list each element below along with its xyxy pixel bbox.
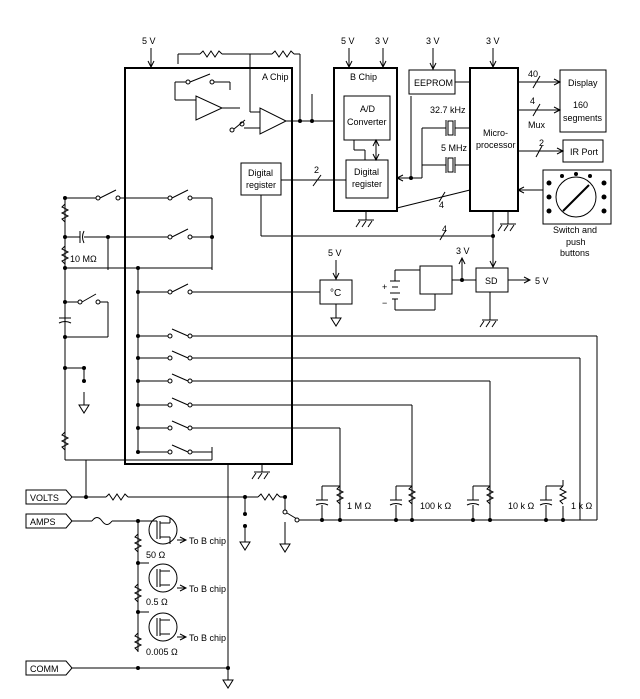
chip-a-register: Digital register 2 4 (240, 162, 493, 241)
ground-icon (78, 404, 90, 414)
micro-label-1: Micro- (483, 128, 508, 138)
chip-a: A Chip 5 V (124, 36, 293, 465)
crystal-1-label: 32.7 kHz (430, 105, 466, 115)
bus-a-to-b-width: 2 (314, 165, 319, 175)
switch-label-3: buttons (560, 248, 590, 258)
power-supply: + − 3 V SD 5 V (382, 246, 549, 328)
mosfet-2-label: To B chip (189, 584, 226, 594)
ir-bus-width: 2 (539, 138, 544, 148)
adc-label-2: Converter (347, 117, 387, 127)
display-bus-width: 40 (528, 69, 538, 79)
amplifier-2-icon (259, 107, 288, 135)
comm-ground-icon (222, 679, 234, 689)
adc-label-1: A/D (360, 104, 376, 114)
microprocessor-block: Micro- processor 3 V (469, 36, 519, 269)
amps-label: AMPS (30, 517, 56, 527)
comm-label: COMM (30, 664, 59, 674)
mosfet-1-icon (148, 515, 178, 545)
display-label-3: segments (563, 113, 603, 123)
svg-text:−: − (382, 298, 387, 308)
input-network: 10 MΩ (58, 189, 214, 461)
sd-3v-label: 3 V (456, 246, 470, 256)
switch-buttons-block: Switch and push buttons (516, 169, 612, 258)
eeprom-label: EEPROM (414, 78, 453, 88)
chip-a-bus-width: 4 (442, 224, 447, 234)
sd-out-5v-label: 5 V (535, 276, 549, 286)
shunt-0005-label: 0.005 Ω (146, 647, 178, 657)
crystal-1-icon (447, 120, 454, 136)
register-to-micro-width: 4 (439, 200, 444, 210)
temperature-label: °C (330, 288, 341, 299)
micro-3v-label: 3 V (486, 36, 500, 46)
switch-label-2: push (566, 237, 586, 247)
mosfet-2-icon (148, 563, 178, 593)
a-register-label-2: register (246, 180, 276, 190)
r-1m-label: 1 M Ω (347, 501, 372, 511)
shunt-50-label: 50 Ω (146, 550, 166, 560)
supply-arrow-icon (147, 60, 155, 69)
chip-b-3v-label: 3 V (375, 36, 389, 46)
mux-bus-width: 4 (530, 96, 535, 106)
resistor-ladder: 1 M Ω 100 k Ω 10 k Ω 1 k Ω (297, 480, 597, 522)
eeprom-block: EEPROM 3 V (408, 36, 470, 95)
r-100k-label: 100 k Ω (420, 501, 452, 511)
svg-text:+: + (382, 282, 387, 292)
fuse-icon (91, 517, 113, 525)
chip-b-5v-label: 5 V (341, 36, 355, 46)
crystal-2-icon (447, 157, 454, 173)
rotary-switch-icon (555, 176, 597, 218)
temp-ground-icon (330, 317, 342, 327)
mosfet-3-label: To B chip (189, 633, 226, 643)
regulator-block (419, 265, 453, 295)
display-block: Display 160 segments 40 4 Mux (518, 69, 607, 133)
ir-port-block: IR Port 2 (518, 138, 604, 163)
r-10k-label: 10 k Ω (508, 501, 535, 511)
shunt-ground-icon (239, 541, 251, 551)
chip-a-supply-label: 5 V (142, 36, 156, 46)
volts-ground-icon (279, 543, 291, 553)
amps-terminal: AMPS (25, 513, 148, 652)
r-1k-label: 1 k Ω (571, 501, 593, 511)
eeprom-3v-label: 3 V (426, 36, 440, 46)
b-register-label-1: Digital (354, 167, 379, 177)
display-label-2: 160 (573, 100, 588, 110)
display-label-1: Display (568, 78, 598, 88)
a-register-label-1: Digital (248, 168, 273, 178)
chip-a-label: A Chip (262, 72, 289, 82)
chip-b-label: B Chip (350, 72, 377, 82)
b-register-label-2: register (352, 179, 382, 189)
input-amplifiers (174, 73, 334, 135)
mux-label: Mux (528, 120, 546, 130)
shunt-05-label: 0.5 Ω (146, 597, 168, 607)
mosfet-3-icon (148, 612, 178, 642)
amplifier-1-icon (195, 95, 224, 121)
temperature-sensor: °C 5 V (319, 248, 353, 327)
volts-terminal: VOLTS (25, 460, 300, 553)
crystal-2-label: 5 MHz (441, 143, 468, 153)
current-shunts: 50 Ω 0.5 Ω 0.005 Ω To B chip To B chip (133, 515, 226, 657)
micro-label-2: processor (476, 140, 516, 150)
chip-b: B Chip 5 V 3 V A/D Converter Digital reg… (333, 36, 398, 228)
temp-5v-label: 5 V (328, 248, 342, 258)
volts-label: VOLTS (30, 493, 59, 503)
feedback-resistor (177, 50, 301, 120)
range-switches (136, 283, 598, 680)
crystals: 32.7 kHz 5 MHz 4 (395, 96, 471, 210)
switch-label-1: Switch and (553, 225, 597, 235)
ir-port-label: IR Port (570, 147, 599, 157)
sd-label: SD (485, 276, 498, 286)
mosfet-1-label: To B chip (189, 536, 226, 546)
comm-terminal: COMM (25, 660, 234, 689)
input-10m-label: 10 MΩ (70, 254, 97, 264)
